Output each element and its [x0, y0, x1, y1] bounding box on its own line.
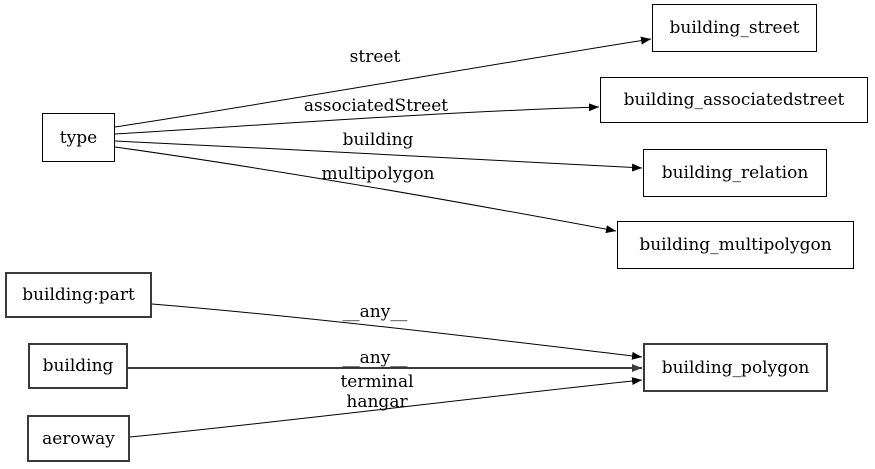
- node-type-label: type: [59, 127, 98, 148]
- node-building-associatedstreet-label: building_associatedstreet: [623, 90, 845, 110]
- edge-type-building-associatedstreet: [114, 103, 600, 135]
- node-building-part-label: building:part: [22, 285, 135, 305]
- edge-label-terminal-hangar: terminal hangar: [340, 372, 413, 412]
- node-aeroway: aeroway: [27, 415, 130, 462]
- node-building-relation-label: building_relation: [661, 163, 809, 183]
- edge-label-hangar: hangar: [346, 392, 408, 412]
- node-building-polygon: building_polygon: [643, 343, 828, 392]
- node-building-multipolygon-label: building_multipolygon: [639, 235, 832, 255]
- edge-type-building-multipolygon: [114, 146, 617, 234]
- edge-label-building: building: [342, 130, 414, 150]
- edge-label-street: street: [349, 47, 401, 67]
- node-type: type: [42, 113, 115, 162]
- node-building-relation: building_relation: [643, 149, 827, 197]
- edge-type-building-street: [114, 36, 652, 128]
- node-building-multipolygon: building_multipolygon: [617, 221, 854, 269]
- node-building-part: building:part: [5, 272, 152, 318]
- node-building-polygon-label: building_polygon: [661, 357, 810, 378]
- node-building-associatedstreet: building_associatedstreet: [600, 77, 868, 123]
- node-building-label: building: [42, 356, 114, 376]
- node-building-street-label: building_street: [669, 18, 800, 38]
- edge-label-any-building: __any__: [342, 348, 408, 368]
- edge-type-building-relation: [114, 140, 643, 172]
- edge-label-associatedstreet: associatedStreet: [303, 96, 449, 116]
- edge-buildingpart-building-polygon: [151, 303, 643, 360]
- edge-label-terminal: terminal: [340, 372, 414, 392]
- node-aeroway-label: aeroway: [42, 428, 115, 449]
- node-building: building: [28, 343, 128, 389]
- node-building-street: building_street: [652, 4, 817, 52]
- edge-label-multipolygon: multipolygon: [321, 164, 435, 184]
- edge-label-any-buildingpart: __any__: [342, 302, 408, 322]
- edge-aeroway-building-polygon: [129, 377, 643, 438]
